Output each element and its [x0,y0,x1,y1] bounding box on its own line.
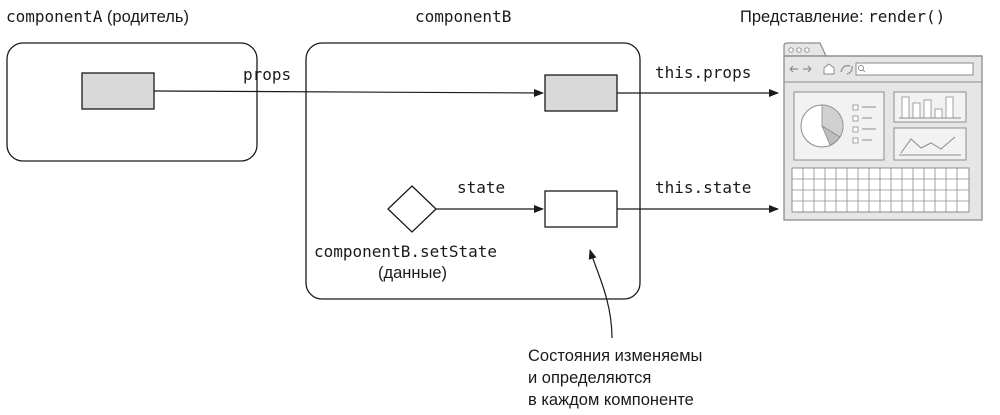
set-state-call: componentB.setState [314,242,497,261]
note-line-3: в каждом компоненте [528,391,694,409]
component-a-props-block [81,72,155,110]
component-b-state-block [544,190,618,228]
note-line-2: и определяются [528,369,651,387]
component-b-props-block [544,74,618,112]
back-arrow-icon [789,65,798,73]
note-arrow [588,249,613,339]
state-label: state [457,178,505,197]
component-b-box [305,42,641,300]
note-line-1: Состояния изменяемы [528,347,702,365]
component-b-title: componentB [415,7,511,26]
component-a-box [6,42,258,162]
browser-window-icon [783,42,983,221]
search-icon [858,65,864,71]
view-title: Представление: render() [740,7,945,26]
this-props-label: this.props [655,63,751,82]
this-state-label: this.state [655,178,751,197]
component-a-title: componentA (родитель) [6,7,189,26]
props-label: props [243,65,291,84]
forward-arrow-icon [803,65,812,73]
set-state-arg: (данные) [378,264,447,282]
data-grid [791,167,970,213]
address-bar [855,62,974,76]
refresh-icon [840,65,853,75]
set-state-diamond [387,185,437,233]
props-arrow [153,88,544,97]
home-icon [823,63,835,75]
